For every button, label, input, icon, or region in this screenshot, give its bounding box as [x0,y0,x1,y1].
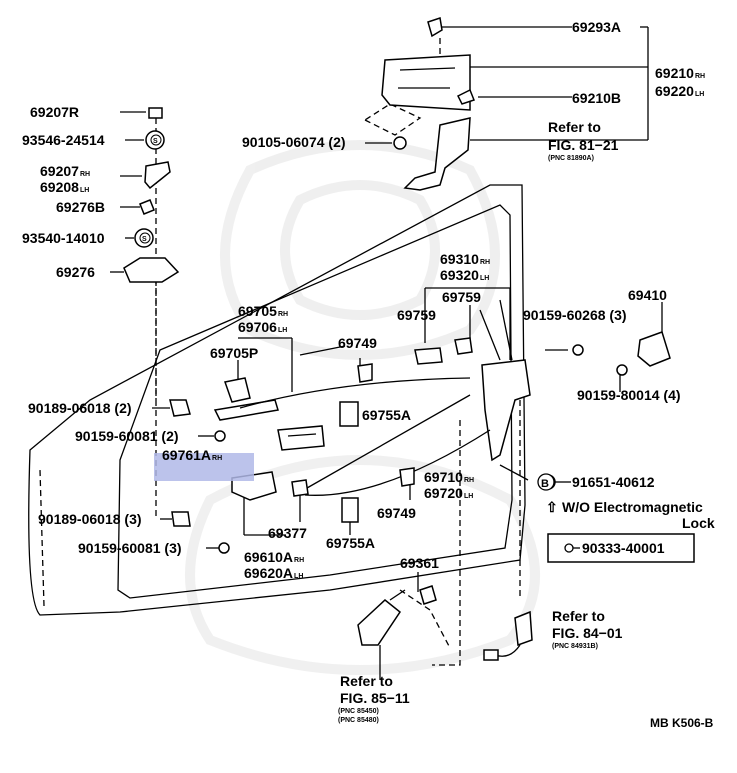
label-69759-b: 69759 [397,307,436,323]
label-69310: 69310RH [440,251,490,267]
label-pnc-81890A: (PNC 81890A) [548,155,594,162]
b-mark [537,473,555,491]
label-90333-40001: 90333-40001 [582,540,665,556]
label-69720: 69720LH [424,485,473,501]
label-lock: Lock [682,515,715,531]
label-69755A-a: 69755A [362,407,411,423]
label-69208: 69208LH [40,179,89,195]
label-pnc-84931B: (PNC 84931B) [552,643,598,650]
arrow-up-icon: ⇧ [546,499,558,515]
label-69705P: 69705P [210,345,258,361]
label-69210: 69210RH [655,65,705,81]
label-69293A: 69293A [572,19,621,35]
label-90105-06074: 90105-06074 (2) [242,134,346,150]
label-69377: 69377 [268,525,307,541]
label-69276: 69276 [56,264,95,280]
label-fig-84-01: FIG. 84−01 [552,625,623,641]
label-69706: 69706LH [238,319,287,335]
label-90159-60081-2: 90159-60081 (2) [75,428,179,444]
label-69210B: 69210B [572,90,621,106]
label-69620A: 69620ALH [244,565,303,581]
label-69207R: 69207R [30,104,79,120]
label-69761A: 69761ARH [162,447,222,463]
label-90189-06018-3: 90189-06018 (3) [38,511,142,527]
label-69610A: 69610ARH [244,549,304,565]
label-pnc-85450: (PNC 85450) [338,708,379,715]
label-69361: 69361 [400,555,439,571]
label-69705: 69705RH [238,303,288,319]
label-69320: 69320LH [440,267,489,283]
label-69759-a: 69759 [442,289,481,305]
label-90159-60081-3: 90159-60081 (3) [78,540,182,556]
label-90159-80014: 90159-80014 (4) [577,387,681,403]
label-fig-81-21: FIG. 81−21 [548,137,619,153]
label-69276B: 69276B [56,199,105,215]
label-69749-a: 69749 [338,335,377,351]
label-69755A-b: 69755A [326,535,375,551]
label-93540-14010: 93540-14010 [22,230,105,246]
label-91651-40612: 91651-40612 [572,474,655,490]
leader-lines [110,26,663,666]
label-69710: 69710RH [424,469,474,485]
s-mark-1 [150,134,162,146]
label-69207: 69207RH [40,163,90,179]
note-box [547,533,695,563]
label-90159-60268: 90159-60268 (3) [523,307,627,323]
label-90189-06018-2: 90189-06018 (2) [28,400,132,416]
s-mark-1-letter: S [153,138,158,145]
label-69749-b: 69749 [377,505,416,521]
label-refer-81: Refer to [548,119,601,135]
label-93546-24514: 93546-24514 [22,132,105,148]
label-wo-electromagnetic: W/O Electromagnetic [562,499,703,515]
label-refer-84: Refer to [552,608,605,624]
label-fig-85-11: FIG. 85−11 [340,690,410,706]
b-mark-letter: B [541,478,549,490]
label-refer-85: Refer to [340,673,393,689]
s-mark-2-letter: S [142,236,147,243]
door-outline [28,184,526,616]
highlight-box [154,453,254,481]
label-69410: 69410 [628,287,667,303]
label-pnc-85480: (PNC 85480) [338,717,379,724]
s-mark-2 [139,232,151,244]
label-69220: 69220LH [655,83,704,99]
diagram-code: MB K506-B [650,716,714,730]
part-labels: 69293A 69210RH 69220LH 69210B 69207R 935… [22,19,715,730]
